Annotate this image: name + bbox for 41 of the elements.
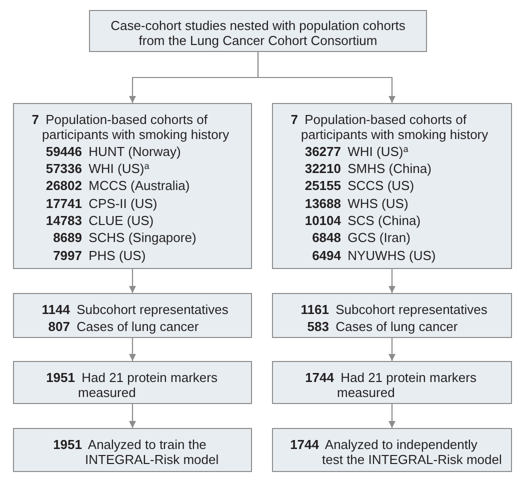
step-text: Case-cohort studies nested with population cohorts from the Lung Cancer Cohort Consortium: [110, 18, 406, 48]
step-text: 807 Cases of lung cancer: [47, 318, 200, 334]
cohort-entry: 6494 NYUWHS (US): [311, 248, 437, 263]
cohort-entry: 14783 CLUE (US): [44, 212, 155, 228]
cohort-entry: 57336 WHI (US)$^{a}$: [44, 161, 150, 176]
cohort-entry: 32210 SMHS (China): [304, 161, 432, 176]
cohort-heading: 7 Population-based cohorts of participants with smoking history: [290, 112, 490, 142]
step-text: 1144 Subcohort representatives: [40, 302, 230, 316]
step-text: 1951 Analyzed to train the INTEGRAL-Risk model: [52, 436, 220, 466]
cohort-entry: 59446 HUNT (Norway): [44, 144, 182, 159]
process-box: [272, 428, 512, 472]
arrow: [388, 404, 396, 428]
cohort-entry: 6848 GCS (Iran): [311, 230, 412, 246]
cohort-entry: 25155 SCCS (US): [304, 178, 416, 194]
step-text: 1744 Had 21 protein markers measured: [304, 370, 478, 400]
cohort-heading: 7 Population-based cohorts of participants with smoking history: [31, 112, 230, 142]
arrow: [388, 338, 396, 361]
step-text: 1744 Analyzed to independently test the INTEGRAL-Risk model: [289, 436, 503, 466]
step-text: 1161 Subcohort representatives: [300, 302, 488, 316]
cohort-entry: 13688 WHS (US): [304, 196, 410, 211]
process-box: [13, 293, 252, 338]
process-box: [89, 10, 427, 52]
process-box: [272, 361, 512, 404]
cohort-entry: 7997 PHS (US): [52, 248, 147, 263]
arrow: [129, 269, 136, 293]
arrow: [129, 338, 136, 361]
cohort-entry: 26802 MCCS (Australia): [44, 178, 191, 194]
process-box: [13, 103, 252, 269]
process-box: [13, 428, 252, 472]
step-text: 583 Cases of lung cancer: [306, 318, 459, 334]
cohort-entry: 17741 CPS-II (US): [44, 196, 158, 211]
process-box: [272, 293, 512, 338]
arrow: [129, 404, 136, 428]
step-text: 1951 Had 21 protein markers measured: [45, 370, 218, 400]
process-box: [13, 361, 252, 404]
cohort-entry: 36277 WHI (US)$^{a}$: [304, 144, 410, 159]
process-box: [272, 103, 512, 269]
arrow: [388, 269, 396, 293]
cohort-entry: 8689 SCHS (Singapore): [52, 230, 198, 246]
arrow: [257, 52, 396, 103]
cohort-entry: 10104 SCS (China): [304, 212, 422, 228]
